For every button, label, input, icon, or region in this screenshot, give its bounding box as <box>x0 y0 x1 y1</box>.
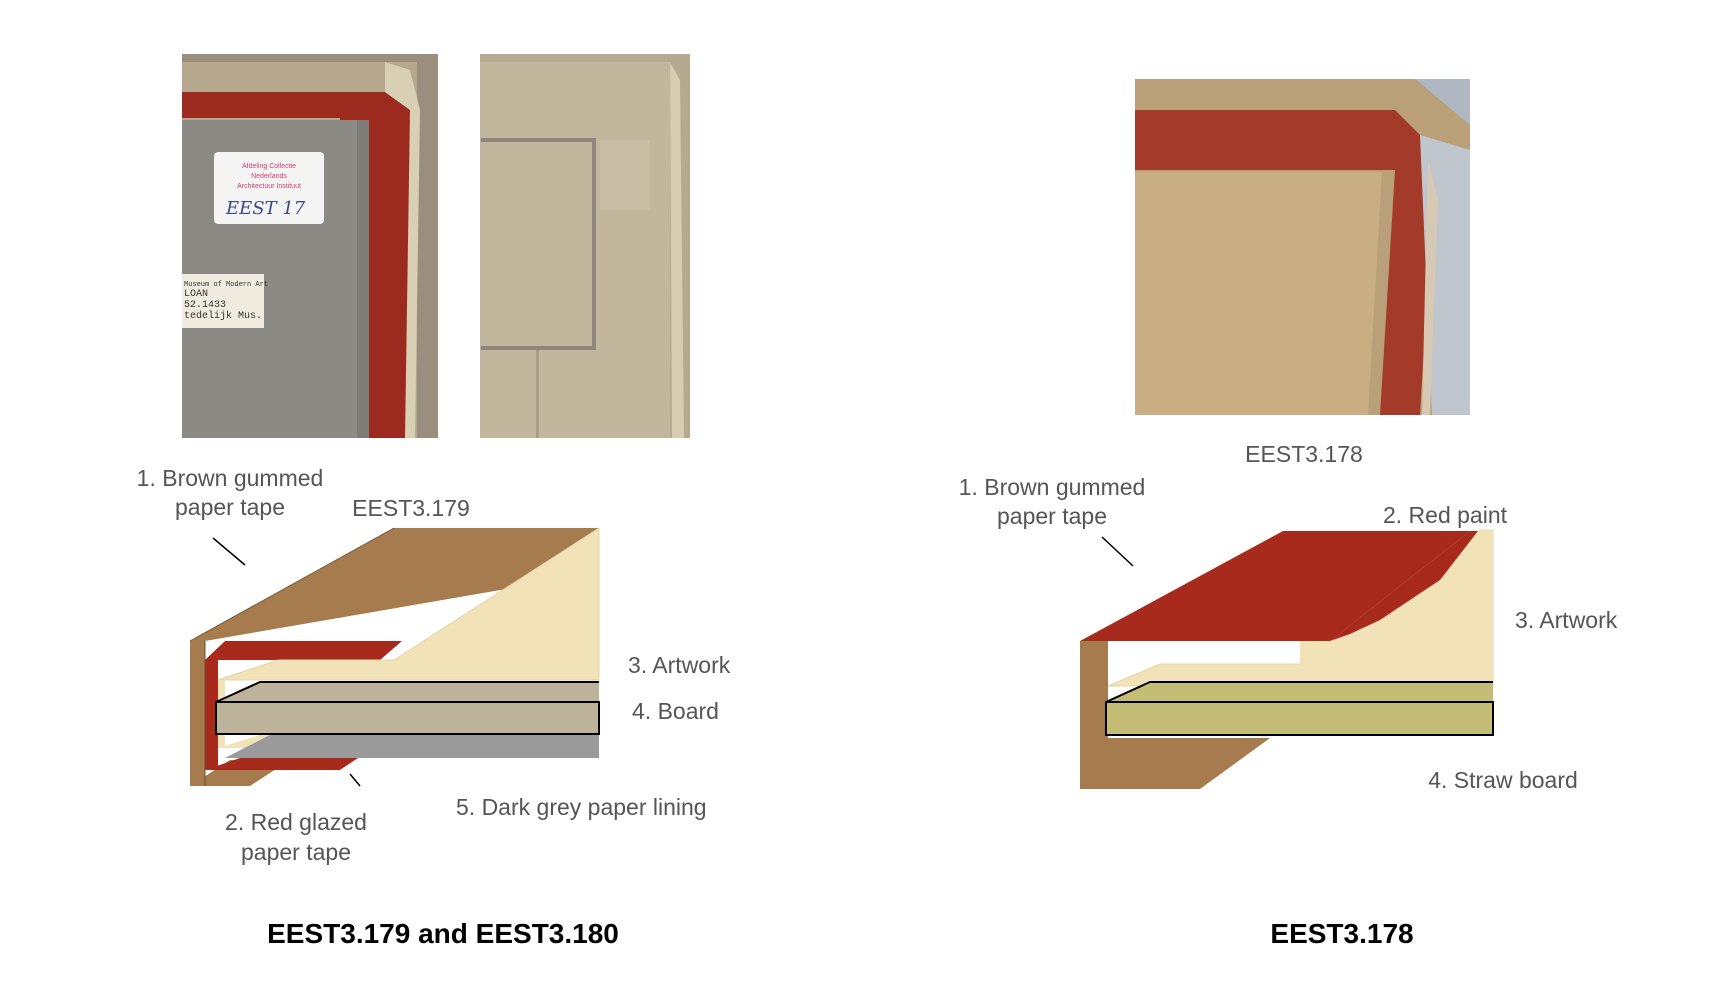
left-board-front <box>216 702 599 734</box>
right-board-top <box>1106 682 1493 702</box>
left-brown-tape-side <box>190 641 205 786</box>
loan-text-2: LOAN <box>184 289 208 300</box>
left-red-tape-top <box>205 641 402 660</box>
right-label-board: 4. Straw board <box>1428 767 1578 793</box>
right-title: EEST3.178 <box>1270 918 1413 949</box>
left-board-top <box>216 682 599 702</box>
right-photo-caption: EEST3.178 <box>1245 441 1363 467</box>
left-leader-tape <box>213 538 245 565</box>
right-label-tape-line1: 1. Brown gummed <box>959 474 1146 500</box>
left-leader-red <box>350 774 360 786</box>
stamp-text-3: Architectuur Instituut <box>237 183 301 190</box>
left-label-board: 4. Board <box>632 698 719 724</box>
left-photo-caption: EEST3.179 <box>352 495 470 521</box>
left-grey-lining <box>225 735 599 758</box>
diagram-left <box>190 528 599 786</box>
left-label-artwork: 3. Artwork <box>628 652 731 678</box>
loan-text-4: tedelijk Mus. <box>184 310 262 322</box>
right-leader-tape <box>1102 537 1133 566</box>
right-label-red: 2. Red paint <box>1383 502 1508 528</box>
left-red-tape-bottom <box>205 758 358 770</box>
left-title: EEST3.179 and EEST3.180 <box>267 918 619 949</box>
handwritten-label: EEST 17 <box>225 198 306 219</box>
right-board-front <box>1106 702 1493 735</box>
stamp-text-1: Afdeling Collectie <box>242 163 296 170</box>
photo-eest3-179-front: Afdeling Collectie Nederlands Architectu… <box>182 54 438 438</box>
stamp-text-2: Nederlands <box>251 173 287 180</box>
right-brown-tape-bottom <box>1080 738 1270 789</box>
right-label-artwork: 3. Artwork <box>1515 607 1618 633</box>
loan-text-1: Museum of Modern Art <box>184 281 268 289</box>
left-label-red-line1: 2. Red glazed <box>225 809 367 835</box>
left-label-tape-line2: paper tape <box>175 494 285 520</box>
left-label-lining: 5. Dark grey paper lining <box>456 794 707 820</box>
loan-text-3: 52.1433 <box>184 300 226 311</box>
right-label-tape-line2: paper tape <box>997 503 1107 529</box>
photo-eest3-178-detail <box>1135 79 1470 415</box>
left-label-tape-line1: 1. Brown gummed <box>137 465 324 491</box>
photo-eest3-180-front <box>480 54 690 438</box>
left-label-red-line2: paper tape <box>241 839 351 865</box>
diagram-right <box>1080 530 1493 789</box>
